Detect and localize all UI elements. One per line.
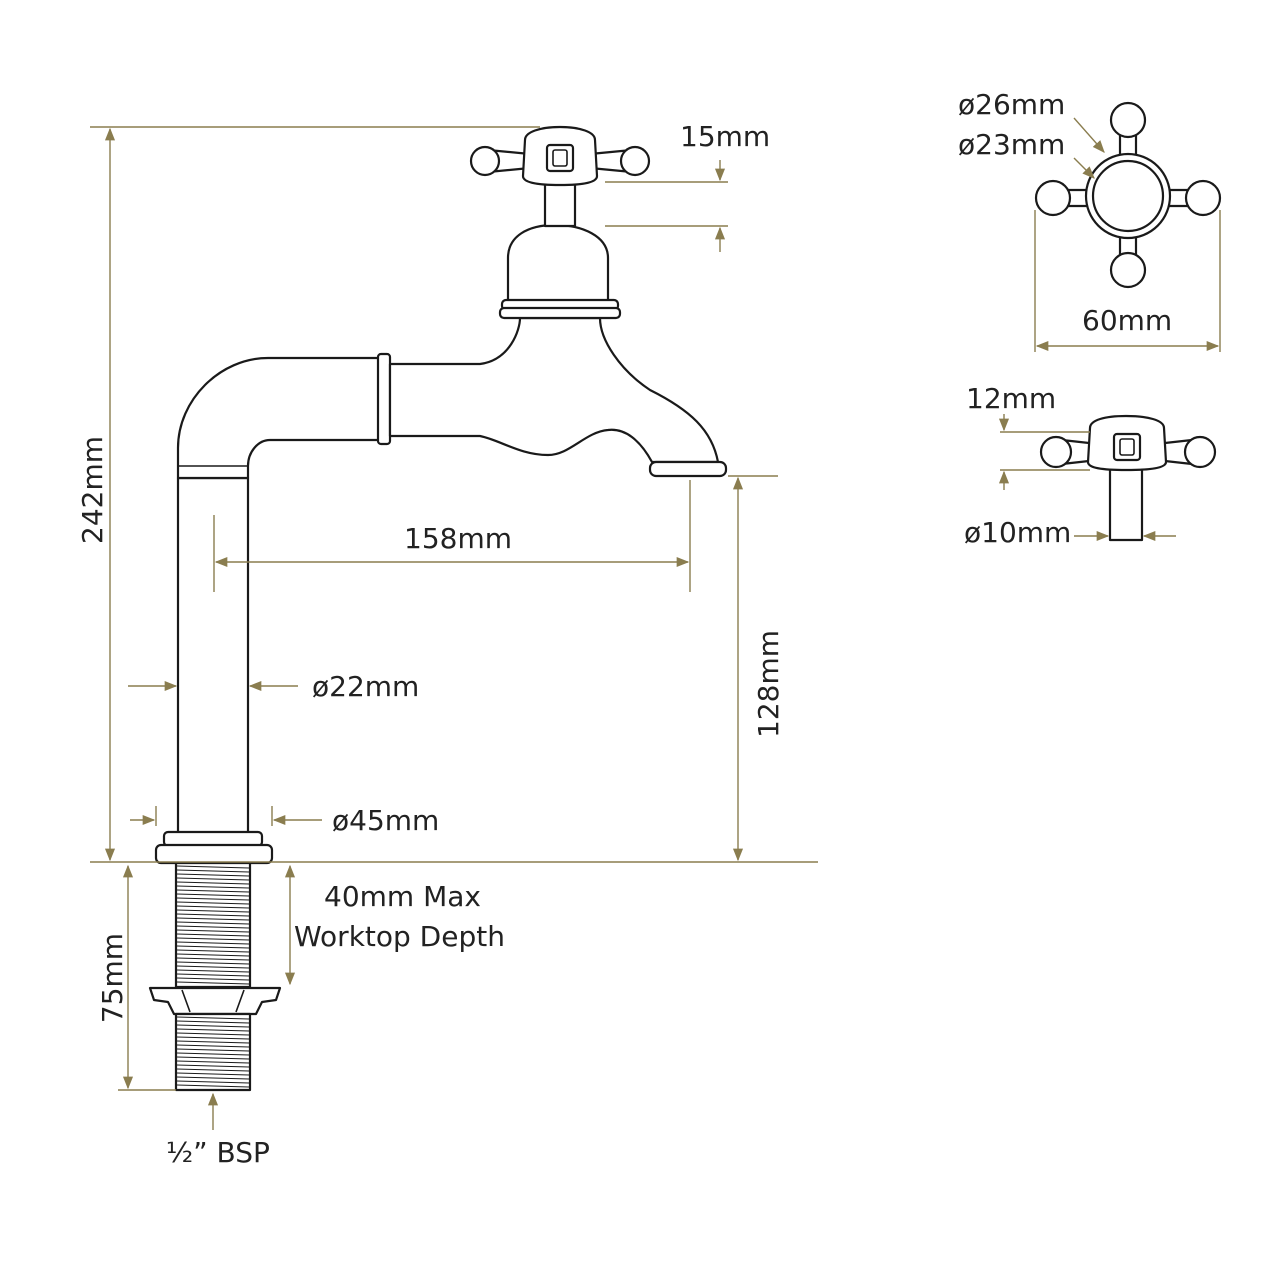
label-handle-gap: 15mm: [680, 120, 770, 153]
threaded-shank: [148, 861, 282, 1092]
bell-ring-lower: [498, 306, 622, 320]
handle-top-view: [1034, 101, 1222, 352]
label-base-diameter: ø45mm: [332, 804, 439, 837]
pipe-elbow: [176, 356, 387, 480]
cross-head-handle: [469, 125, 651, 187]
dimension-lines: [90, 126, 818, 1130]
arm-collar: [376, 352, 392, 446]
label-handle-width: 60mm: [1082, 304, 1172, 337]
label-spout-reach: 158mm: [404, 522, 512, 555]
label-spout-height: 128mm: [752, 630, 785, 738]
dimension-labels: 242mm 15mm 158mm 128mm ø22mm ø45mm 40mm …: [76, 88, 1172, 1169]
label-stem-diameter: ø10mm: [964, 516, 1071, 549]
vertical-pipe: [176, 476, 250, 835]
spout-body: [388, 316, 720, 464]
label-shank-length: 75mm: [96, 933, 129, 1023]
back-nut: [148, 986, 282, 1016]
label-pipe-diameter: ø22mm: [312, 670, 419, 703]
label-hub-outer: ø26mm: [958, 88, 1065, 121]
handle-side-view: [998, 414, 1217, 542]
tap-bell: [506, 223, 610, 304]
spout-nozzle: [648, 460, 728, 478]
label-hub-inner: ø23mm: [958, 128, 1065, 161]
spindle: [543, 180, 577, 228]
label-worktop-line2: Worktop Depth: [294, 920, 505, 953]
label-bsp: ½” BSP: [166, 1136, 270, 1169]
tap-body: [154, 125, 728, 865]
base-ring-lower: [154, 843, 274, 865]
label-worktop-line1: 40mm Max: [324, 880, 481, 913]
label-handle-height: 12mm: [966, 382, 1056, 415]
label-height-total: 242mm: [76, 436, 109, 544]
